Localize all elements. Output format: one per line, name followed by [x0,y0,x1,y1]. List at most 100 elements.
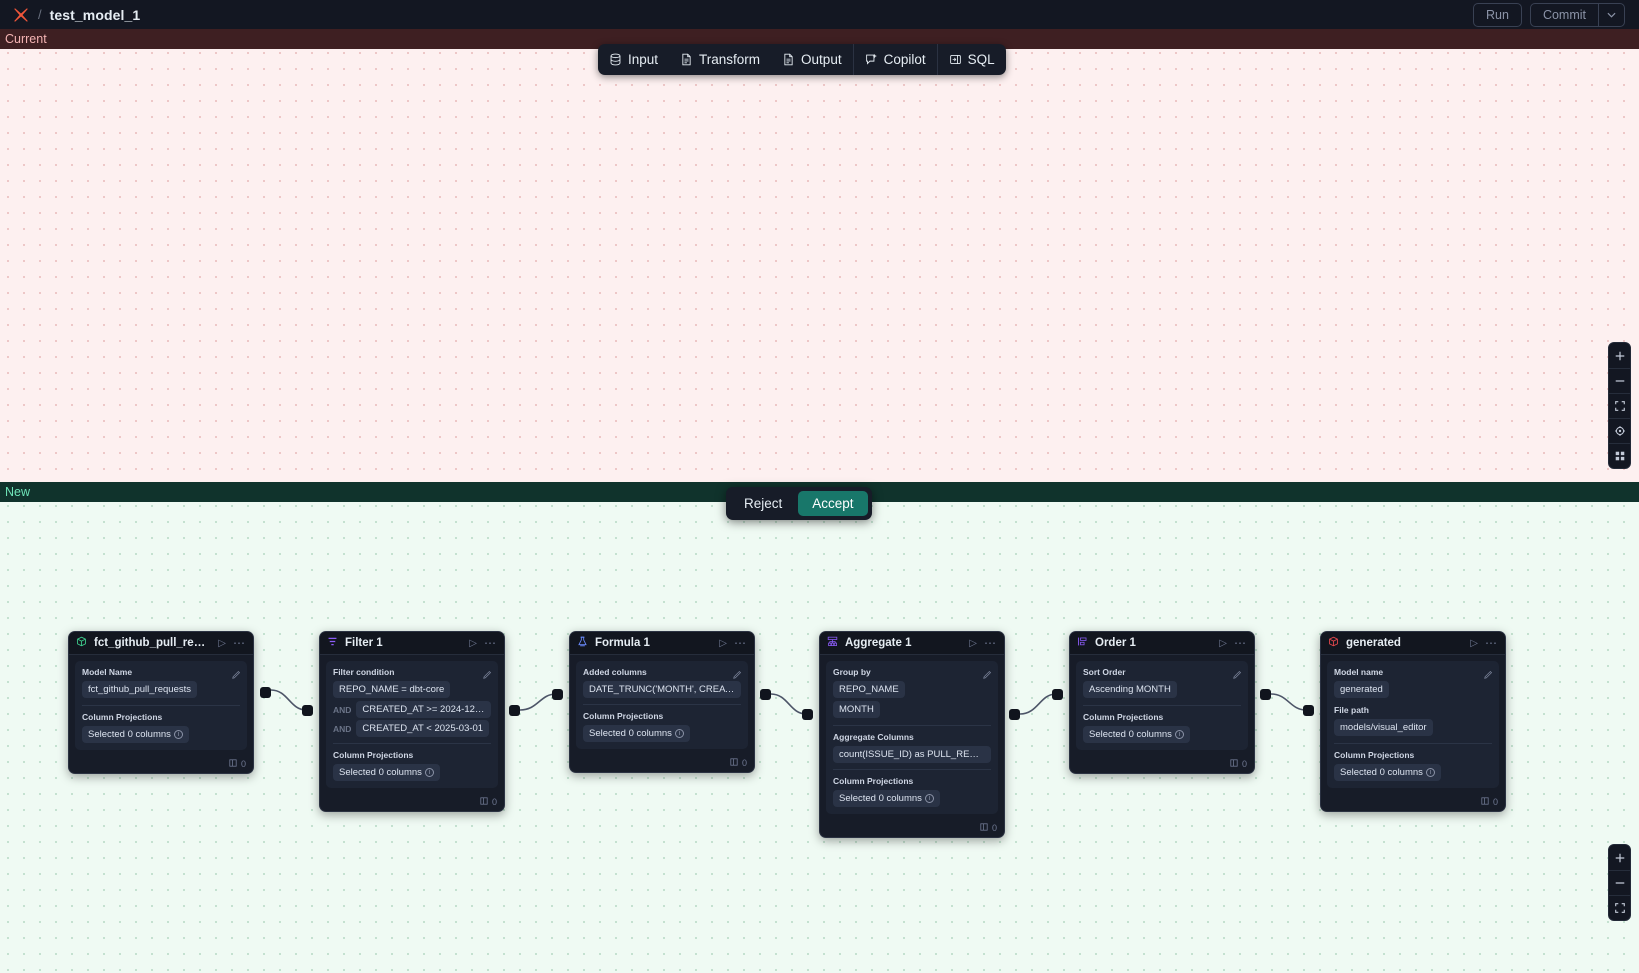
edit-pencil-icon[interactable] [232,666,241,684]
node-menu-icon[interactable]: ⋯ [233,636,246,650]
document-icon [782,53,795,66]
node-menu-icon[interactable]: ⋯ [984,636,997,650]
edge-port[interactable] [802,709,813,720]
value-chip[interactable]: fct_github_pull_requests [82,681,197,699]
model-name-chip[interactable]: generated [1334,681,1389,699]
edge-port[interactable] [760,689,771,700]
condition-chip[interactable]: CREATED_AT >= 2024-12-01 [356,701,491,718]
info-icon[interactable]: i [674,729,684,739]
zoom-out-icon[interactable] [1609,368,1630,393]
node-filter-1[interactable]: Filter 1 ▷ ⋯ Filter condition REPO_NAME … [319,631,505,812]
section-label: Group by [833,667,871,677]
run-node-icon[interactable]: ▷ [719,637,727,649]
columns-icon [730,758,738,768]
info-icon[interactable]: i [1425,768,1435,778]
node-header[interactable]: generated ▷ ⋯ [1321,632,1505,655]
file-path-chip[interactable]: models/visual_editor [1334,719,1433,737]
edge-port[interactable] [1009,709,1020,720]
edge-port[interactable] [1303,705,1314,716]
commit-button-group[interactable]: Commit [1529,2,1625,27]
edge-port[interactable] [1260,689,1271,700]
node-header[interactable]: Order 1 ▷ ⋯ [1070,632,1254,655]
node-header[interactable]: Aggregate 1 ▷ ⋯ [820,632,1004,655]
edge-port[interactable] [302,705,313,716]
tab-transform[interactable]: Transform [669,44,771,75]
zoom-out-icon[interactable] [1609,870,1630,895]
tab-output[interactable]: Output [771,44,853,75]
columns-icon [480,797,488,807]
aggregate-column-chip[interactable]: count(ISSUE_ID) as PULL_REQUEST_… [833,746,991,763]
edit-pencil-icon[interactable] [1484,666,1493,684]
edit-pencil-icon[interactable] [483,666,492,684]
zoom-in-icon[interactable] [1609,343,1630,368]
brand-x-icon[interactable] [10,4,32,26]
info-icon[interactable]: i [173,730,183,740]
node-body: Added columns DATE_TRUNC('MONTH', CREATE… [570,655,754,755]
accept-button[interactable]: Accept [798,491,868,516]
section-label: Sort Order [1083,667,1126,677]
run-node-icon[interactable]: ▷ [969,637,977,649]
node-menu-icon[interactable]: ⋯ [1234,636,1247,650]
tab-sql[interactable]: SQL [938,44,1006,75]
fit-view-icon[interactable] [1609,895,1630,920]
node-footer: 0 [820,820,1004,837]
sort-order-chip[interactable]: Ascending MONTH [1083,681,1177,699]
node-header[interactable]: Formula 1 ▷ ⋯ [570,632,754,655]
node-order-1[interactable]: Order 1 ▷ ⋯ Sort Order Ascending MONTH C… [1069,631,1255,774]
condition-chip[interactable]: REPO_NAME = dbt-core [333,681,451,699]
section-label: Added columns [583,667,647,677]
run-node-icon[interactable]: ▷ [1470,637,1478,649]
minimap-grid-icon[interactable] [1609,443,1630,468]
node-menu-icon[interactable]: ⋯ [1485,636,1498,650]
condition-chip[interactable]: CREATED_AT < 2025-03-01 [356,720,490,737]
canvas-current[interactable] [0,29,1639,482]
group-by-chip[interactable]: REPO_NAME [833,681,905,699]
node-fct-github-pull-requests[interactable]: fct_github_pull_requests ▷ ⋯ Model Name … [68,631,254,774]
node-menu-icon[interactable]: ⋯ [484,636,497,650]
group-by-chip[interactable]: MONTH [833,701,880,719]
reject-button[interactable]: Reject [744,496,783,511]
zoom-in-icon[interactable] [1609,845,1630,870]
node-generated[interactable]: generated ▷ ⋯ Model name generated File … [1320,631,1506,812]
fit-view-icon[interactable] [1609,393,1630,418]
recenter-icon[interactable] [1609,418,1630,443]
edge-port[interactable] [509,705,520,716]
node-title: fct_github_pull_requests [94,637,211,649]
commit-button[interactable]: Commit [1542,7,1586,22]
run-node-icon[interactable]: ▷ [218,637,226,649]
added-column-chip[interactable]: DATE_TRUNC('MONTH', CREATED_AT… [583,681,741,698]
condition-keyword: AND [333,723,352,734]
edit-pencil-icon[interactable] [1233,666,1242,684]
section-label: Column Projections [583,711,664,721]
node-menu-icon[interactable]: ⋯ [734,636,747,650]
node-aggregate-1[interactable]: Aggregate 1 ▷ ⋯ Group by REPO_NAME MONTH… [819,631,1005,838]
divider [82,705,240,706]
section-added-columns: Added columns DATE_TRUNC('MONTH', CREATE… [576,661,748,749]
info-icon[interactable]: i [1174,730,1184,740]
node-header[interactable]: Filter 1 ▷ ⋯ [320,632,504,655]
edge-port[interactable] [552,689,563,700]
info-icon[interactable]: i [924,794,934,804]
edit-pencil-icon[interactable] [983,666,992,684]
edit-pencil-icon[interactable] [733,666,742,684]
chevron-down-icon[interactable] [1598,3,1624,26]
run-button[interactable]: Run [1473,2,1522,27]
run-node-icon[interactable]: ▷ [469,637,477,649]
node-header[interactable]: fct_github_pull_requests ▷ ⋯ [69,632,253,655]
info-icon[interactable]: i [424,768,434,778]
toolbar-divider [936,44,938,75]
node-formula-1[interactable]: Formula 1 ▷ ⋯ Added columns DATE_TRUNC('… [569,631,755,773]
tab-copilot[interactable]: Copilot [854,44,937,75]
toolbar-divider [852,44,854,75]
canvas-new[interactable]: fct_github_pull_requests ▷ ⋯ Model Name … [0,482,1639,973]
run-node-icon[interactable]: ▷ [1219,637,1227,649]
tab-input[interactable]: Input [598,44,669,75]
edge-port[interactable] [260,687,271,698]
edge-port[interactable] [1052,689,1063,700]
